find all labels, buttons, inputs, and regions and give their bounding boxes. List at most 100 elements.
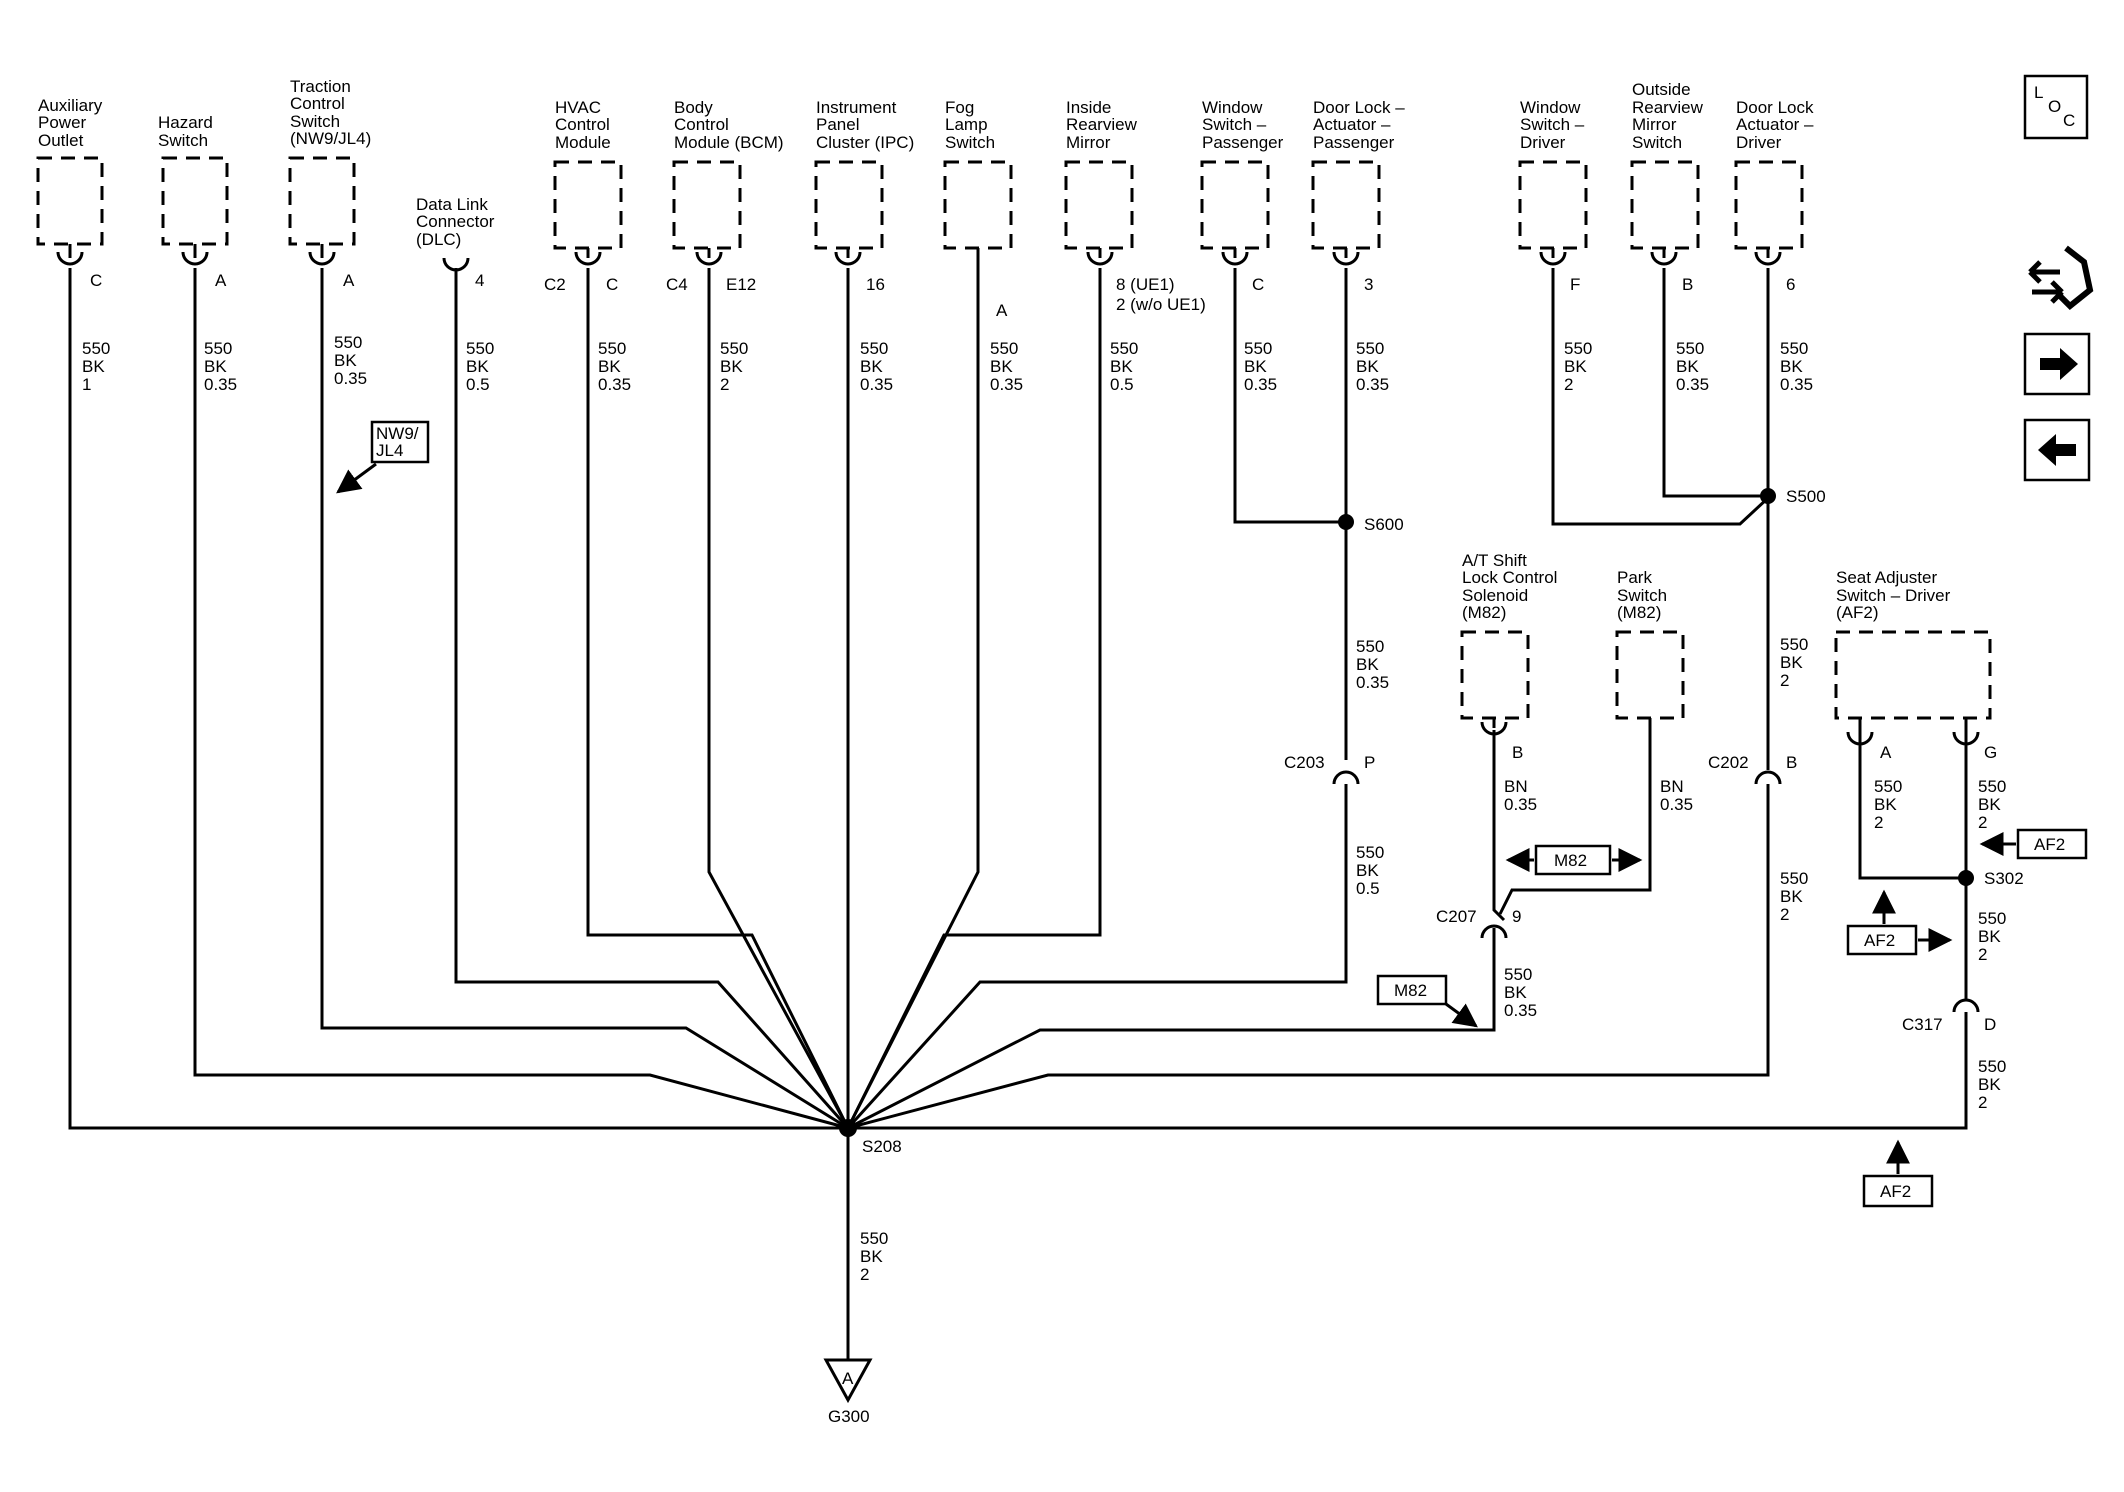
pin-label: A xyxy=(343,271,355,290)
component-boxes xyxy=(36,156,1992,720)
component-name: Switch xyxy=(158,131,208,150)
option-tag-af2-b[interactable]: AF2 xyxy=(1846,889,1953,956)
pin-label: P xyxy=(1364,753,1375,772)
option-tag-af2-a[interactable]: AF2 xyxy=(1979,828,2088,860)
pin-labels: C A A 4 C2 C C4 E12 16 A 8 (UE1) 2 (w/o … xyxy=(90,271,1997,1034)
option-tag-nw9[interactable]: NW9/ JL4 xyxy=(336,420,430,494)
wire-label: BK xyxy=(1356,655,1379,674)
component-name: Door Lock – xyxy=(1313,98,1405,117)
wire-label: 550 xyxy=(720,339,748,358)
component-name: Passenger xyxy=(1202,133,1284,152)
wire-label: BK xyxy=(860,357,883,376)
pin-label: B xyxy=(1512,743,1523,762)
wire-label: BK xyxy=(860,1247,883,1266)
wire-label: BK xyxy=(1676,357,1699,376)
wire-label: BK xyxy=(466,357,489,376)
pin-label: C xyxy=(606,275,618,294)
component-name: Park xyxy=(1617,568,1652,587)
loc-letter: C xyxy=(2063,111,2075,130)
wire-label: BK xyxy=(1780,653,1803,672)
pin-label: 9 xyxy=(1512,907,1521,926)
splice-label: S500 xyxy=(1786,487,1826,506)
component-name: Module (BCM) xyxy=(674,133,784,152)
loc-letter: O xyxy=(2048,97,2061,116)
wire-label: NW9/ xyxy=(376,424,419,443)
s600-branch xyxy=(1233,268,1354,760)
wire-label: 550 xyxy=(334,333,362,352)
schematic-icon[interactable] xyxy=(2028,245,2094,311)
wire-label: BK xyxy=(204,357,227,376)
component-name: (AF2) xyxy=(1836,603,1879,622)
pin-label: A xyxy=(996,301,1008,320)
component-labels: Auxiliary Power Outlet Hazard Switch Tra… xyxy=(38,77,1951,622)
wire-label: 0.35 xyxy=(990,375,1023,394)
next-arrow-icon[interactable] xyxy=(2023,332,2091,396)
connector-label: C202 xyxy=(1708,753,1749,772)
pin-label: C xyxy=(90,271,102,290)
wire-label: 550 xyxy=(1780,339,1808,358)
pin-label: 4 xyxy=(475,271,484,290)
wire-label: 1 xyxy=(82,375,91,394)
wire-label: BK xyxy=(334,351,357,370)
component-name: (M82) xyxy=(1462,603,1506,622)
component-name: Seat Adjuster xyxy=(1836,568,1937,587)
wire-label: BK xyxy=(1110,357,1133,376)
component-name: Solenoid xyxy=(1462,586,1528,605)
wire-label: AF2 xyxy=(1880,1182,1911,1201)
component-name: Cluster (IPC) xyxy=(816,133,914,152)
component-name: (M82) xyxy=(1617,603,1661,622)
seat-branch xyxy=(1858,740,1974,1000)
pin-label: B xyxy=(1682,275,1693,294)
option-tag-m82-b[interactable]: M82 xyxy=(1376,974,1478,1028)
prev-arrow-icon[interactable] xyxy=(2023,418,2091,482)
pin-label: F xyxy=(1570,275,1580,294)
wire-label: BK xyxy=(1978,795,2001,814)
splice-dot xyxy=(1760,488,1776,504)
option-tag-m82-a[interactable]: M82 xyxy=(1505,844,1643,876)
wire-label: 550 xyxy=(1978,1057,2006,1076)
wire-label: AF2 xyxy=(1864,931,1895,950)
wire-label: 550 xyxy=(1564,339,1592,358)
component-name: Lamp xyxy=(945,115,988,134)
wire-label: 0.35 xyxy=(1504,1001,1537,1020)
component-name: Switch xyxy=(1632,133,1682,152)
wire-label: 550 xyxy=(1874,777,1902,796)
wire-label: 550 xyxy=(1356,637,1384,656)
component-name: Control xyxy=(674,115,729,134)
wire-label: BK xyxy=(720,357,743,376)
wire-label: 2 xyxy=(1564,375,1573,394)
wire-label: 550 xyxy=(1676,339,1704,358)
component-name: Switch xyxy=(1617,586,1667,605)
wire-label: BK xyxy=(1244,357,1267,376)
pin-label: G xyxy=(1984,743,1997,762)
component-name: Driver xyxy=(1520,133,1566,152)
s500-branch xyxy=(1551,268,1776,770)
option-tag-af2-c[interactable]: AF2 xyxy=(1862,1139,1934,1208)
pin-label: A xyxy=(215,271,227,290)
wire-label: 550 xyxy=(1110,339,1138,358)
wire-label: 2 xyxy=(860,1265,869,1284)
wire-label: 550 xyxy=(860,339,888,358)
wire-label: BN xyxy=(1660,777,1684,796)
component-name: Fog xyxy=(945,98,974,117)
component-name: (NW9/JL4) xyxy=(290,129,371,148)
fan-wires xyxy=(193,268,1770,1130)
pin-label: C4 xyxy=(666,275,688,294)
wire-label: 550 xyxy=(860,1229,888,1248)
splice-dot xyxy=(1338,514,1354,530)
loc-button[interactable]: L O C xyxy=(2023,74,2089,140)
component-name: Switch – Driver xyxy=(1836,586,1951,605)
wire-label: 550 xyxy=(598,339,626,358)
pin-label: A xyxy=(1880,743,1892,762)
wire-label: BK xyxy=(598,357,621,376)
wire-label: AF2 xyxy=(2034,835,2065,854)
component-name: HVAC xyxy=(555,98,601,117)
pin-label: D xyxy=(1984,1015,1996,1034)
pin-label: 8 (UE1) xyxy=(1116,275,1175,294)
component-name: Rearview xyxy=(1632,98,1704,117)
connector-label: C207 xyxy=(1436,907,1477,926)
wire-label: 550 xyxy=(204,339,232,358)
wire-label: BN xyxy=(1504,777,1528,796)
splice-dot xyxy=(1958,870,1974,886)
